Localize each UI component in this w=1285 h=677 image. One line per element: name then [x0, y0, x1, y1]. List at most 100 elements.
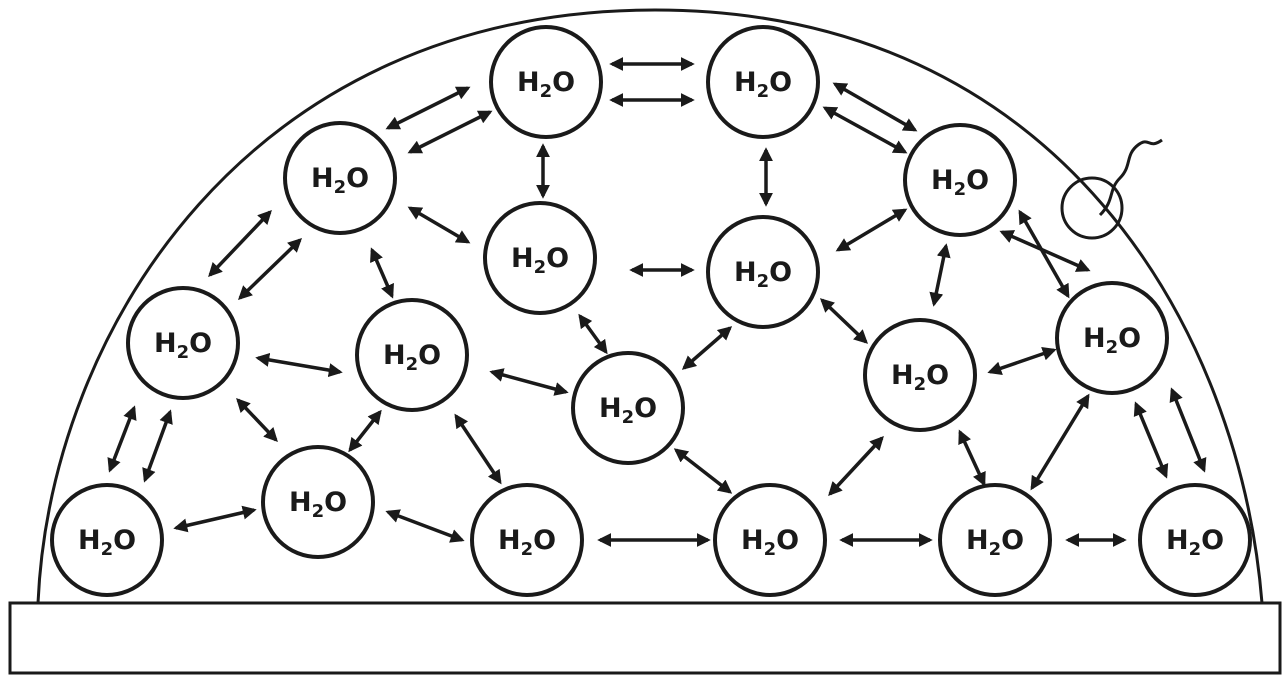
double-arrow-30 — [958, 429, 986, 487]
molecule-subscript: 2 — [622, 407, 635, 428]
double-arrow-4 — [832, 82, 918, 132]
molecule-label: H2O — [1166, 525, 1224, 560]
double-arrow-13 — [370, 247, 394, 299]
molecule-symbol: H — [966, 525, 989, 556]
molecule-subscript: 2 — [757, 81, 770, 102]
molecule-tail: O — [1201, 525, 1224, 556]
double-arrow-22 — [987, 347, 1057, 375]
molecule-subscript: 2 — [1189, 539, 1202, 560]
molecule-label: H2O — [1083, 323, 1141, 358]
double-arrow-21 — [819, 298, 869, 344]
molecule-symbol: H — [599, 393, 622, 424]
molecule-symbol: H — [78, 525, 101, 556]
molecule-label: H2O — [498, 525, 556, 560]
molecule-label: H2O — [78, 525, 136, 560]
double-arrow-28 — [673, 448, 733, 494]
molecule-subscript: 2 — [534, 257, 547, 278]
double-arrow-19 — [578, 313, 608, 355]
double-arrow-16 — [999, 230, 1091, 272]
h2o-molecule-9: H2O — [1055, 281, 1169, 395]
double-arrow-3 — [407, 110, 493, 154]
molecule-tail: O — [113, 525, 136, 556]
molecule-subscript: 2 — [757, 271, 770, 292]
molecule-circle — [50, 483, 164, 597]
double-arrow-2 — [385, 86, 471, 130]
molecule-tail: O — [546, 243, 569, 274]
double-arrow-32 — [1133, 401, 1169, 479]
double-arrow-24 — [142, 409, 173, 483]
h2o-molecule-14: H2O — [713, 483, 827, 597]
molecule-symbol: H — [1166, 525, 1189, 556]
molecule-circle — [706, 25, 820, 139]
molecule-label: H2O — [966, 525, 1024, 560]
molecule-subscript: 2 — [914, 374, 927, 395]
double-arrow-33 — [1169, 387, 1207, 473]
molecule-circle — [470, 483, 584, 597]
molecule-symbol: H — [517, 67, 540, 98]
molecule-tail: O — [926, 360, 949, 391]
molecule-label: H2O — [383, 340, 441, 375]
squiggle-line — [1098, 138, 1163, 217]
double-arrow-14 — [929, 243, 951, 307]
double-arrow-26 — [348, 409, 382, 453]
h2o-molecule-2: H2O — [283, 121, 397, 235]
double-arrow-17 — [255, 352, 343, 378]
surface-escape-circle — [1060, 176, 1124, 240]
h2o-molecule-6: H2O — [126, 286, 240, 400]
molecule-tail: O — [776, 525, 799, 556]
molecule-symbol: H — [154, 328, 177, 359]
molecule-symbol: H — [734, 67, 757, 98]
molecule-tail: O — [769, 257, 792, 288]
molecule-tail: O — [769, 67, 792, 98]
h2o-molecule-12: H2O — [50, 483, 164, 597]
droplet-dome-outline — [36, 8, 1264, 604]
molecule-subscript: 2 — [764, 539, 777, 560]
molecule-circle — [483, 201, 597, 315]
molecule-subscript: 2 — [334, 177, 347, 198]
molecule-label: H2O — [891, 360, 949, 395]
molecule-circle — [706, 215, 820, 329]
h2o-molecule-10: H2O — [571, 351, 685, 465]
molecule-tail: O — [324, 487, 347, 518]
double-arrow-20 — [681, 326, 733, 370]
molecule-tail: O — [552, 67, 575, 98]
molecule-subscript: 2 — [989, 539, 1002, 560]
molecule-subscript: 2 — [406, 354, 419, 375]
h2o-molecule-15: H2O — [938, 483, 1052, 597]
double-arrow-35 — [385, 509, 465, 543]
molecule-circle — [903, 123, 1017, 237]
double-arrow-27 — [454, 413, 502, 485]
molecule-circle — [283, 121, 397, 235]
molecule-circle — [489, 25, 603, 139]
molecule-subscript: 2 — [954, 179, 967, 200]
double-arrow-34 — [173, 505, 257, 533]
double-arrow-31 — [1030, 393, 1090, 491]
molecule-label: H2O — [311, 163, 369, 198]
double-arrow-23 — [107, 405, 137, 473]
molecule-circle — [713, 483, 827, 597]
double-arrow-15 — [1018, 209, 1070, 299]
double-arrow-18 — [489, 368, 569, 396]
molecule-circle — [938, 483, 1052, 597]
molecule-circle — [1055, 281, 1169, 395]
h2o-molecule-11: H2O — [261, 445, 375, 559]
molecule-subscript: 2 — [1106, 337, 1119, 358]
h2o-molecule-8: H2O — [863, 318, 977, 432]
molecule-symbol: H — [383, 340, 406, 371]
h2o-molecule-4: H2O — [483, 201, 597, 315]
molecule-subscript: 2 — [312, 501, 325, 522]
molecule-subscript: 2 — [521, 539, 534, 560]
h2o-molecule-13: H2O — [470, 483, 584, 597]
h2o-molecule-3: H2O — [903, 123, 1017, 237]
h2o-molecule-5: H2O — [706, 215, 820, 329]
molecule-symbol: H — [741, 525, 764, 556]
molecule-circle — [261, 445, 375, 559]
molecule-circle — [1138, 483, 1252, 597]
double-arrow-25 — [236, 397, 278, 443]
double-arrow-8 — [407, 206, 471, 244]
molecule-symbol: H — [498, 525, 521, 556]
molecule-tail: O — [189, 328, 212, 359]
